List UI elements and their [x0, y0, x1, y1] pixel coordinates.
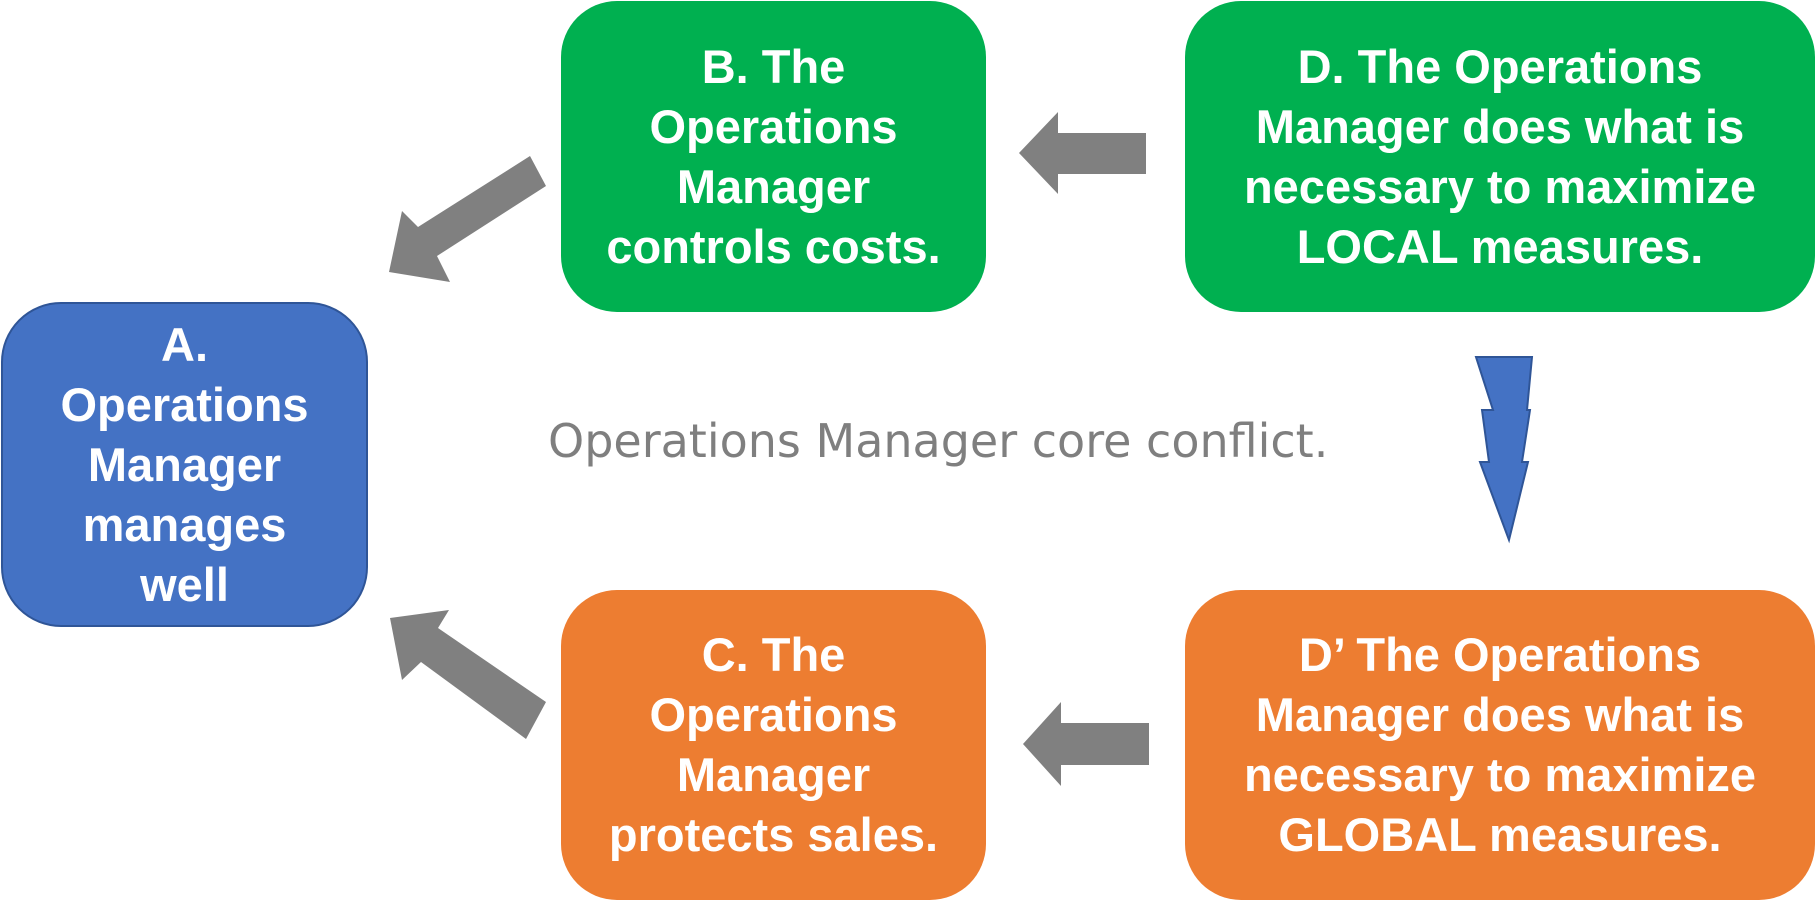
- node-d-label: D. The Operations Manager does what is n…: [1243, 39, 1757, 273]
- node-c-label: C. The Operations Manager protects sales…: [608, 628, 939, 861]
- node-d-prime-label: D’ The Operations Manager does what is n…: [1243, 628, 1757, 861]
- arrow-b-to-a-icon: [389, 156, 546, 282]
- diagram-caption: Operations Manager core conflict.: [548, 414, 1329, 468]
- arrow-c-to-a-icon: [390, 610, 546, 739]
- node-c-protects-sales: C. The Operations Manager protects sales…: [561, 590, 986, 900]
- lightning-bolt-icon: [1474, 356, 1534, 544]
- node-a-manages-well: A. Operations Manager manages well: [1, 302, 368, 627]
- node-d-local-measures: D. The Operations Manager does what is n…: [1185, 1, 1815, 312]
- arrow-d-to-b-icon: [1019, 112, 1146, 194]
- node-b-controls-costs: B. The Operations Manager controls costs…: [561, 1, 986, 312]
- arrow-dprime-to-c-icon: [1023, 702, 1149, 786]
- node-a-label: A. Operations Manager manages well: [60, 317, 309, 611]
- node-b-label: B. The Operations Manager controls costs…: [606, 39, 941, 273]
- node-d-prime-global-measures: D’ The Operations Manager does what is n…: [1185, 590, 1815, 900]
